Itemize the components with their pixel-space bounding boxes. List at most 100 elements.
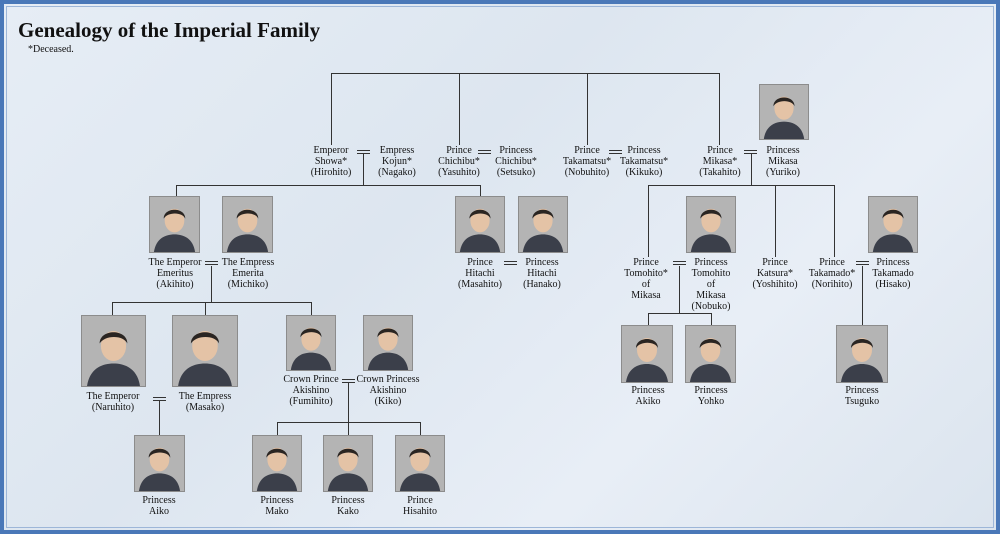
- person-label: The Empress (Masako): [178, 391, 232, 413]
- marriage-symbol: [744, 150, 757, 154]
- connector-line: [459, 73, 460, 145]
- connector-line: [159, 401, 160, 435]
- marriage-symbol: [357, 150, 370, 154]
- portrait-silhouette-icon: [622, 326, 672, 382]
- connector-line: [775, 185, 776, 257]
- person-label: Prince Hitachi (Masahito): [458, 257, 502, 290]
- connector-line: [420, 422, 421, 435]
- person-label: The Emperor (Naruhito): [86, 391, 140, 413]
- portrait-photo: [395, 435, 445, 492]
- person-label: Princess Takamatsu* (Kikuko): [619, 145, 669, 178]
- connector-line: [751, 154, 752, 185]
- portrait-photo: [868, 196, 918, 253]
- person-label: Princess Kako: [331, 495, 365, 517]
- portrait-photo: [518, 196, 568, 253]
- portrait-silhouette-icon: [456, 197, 504, 252]
- connector-line: [648, 185, 649, 257]
- portrait-photo: [836, 325, 888, 383]
- connector-line: [331, 73, 719, 74]
- connector-line: [363, 154, 364, 185]
- connector-line: [711, 313, 712, 325]
- marriage-symbol: [205, 261, 218, 265]
- connector-line: [112, 302, 113, 315]
- person-label: Prince Hisahito: [403, 495, 437, 517]
- person-label: Crown Prince Akishino (Fumihito): [283, 374, 339, 407]
- person-label: Princess Hitachi (Hanako): [523, 257, 561, 290]
- connector-line: [648, 313, 649, 325]
- connector-line: [719, 73, 720, 145]
- portrait-photo: [323, 435, 373, 492]
- portrait-photo: [149, 196, 200, 253]
- portrait-silhouette-icon: [223, 197, 272, 252]
- person-label: Princess Mikasa (Yuriko): [766, 145, 800, 178]
- person-label: Princess Chichibu* (Setsuko): [495, 145, 537, 178]
- connector-line: [176, 185, 480, 186]
- page-title: Genealogy of the Imperial Family: [18, 18, 321, 42]
- connector-line: [277, 422, 278, 435]
- connector-line: [679, 266, 680, 313]
- person-label: Princess Yohko: [694, 385, 728, 407]
- person-label: The Empress Emerita (Michiko): [221, 257, 275, 290]
- portrait-photo: [621, 325, 673, 383]
- portrait-silhouette-icon: [82, 316, 145, 386]
- person-label: Princess Tsuguko: [844, 385, 880, 407]
- person-label: Prince Mikasa* (Takahito): [699, 145, 741, 178]
- portrait-silhouette-icon: [837, 326, 887, 382]
- connector-line: [176, 185, 177, 197]
- marriage-symbol: [609, 150, 622, 154]
- person-label: Princess Takamado (Hisako): [872, 257, 914, 290]
- connector-line: [587, 73, 588, 145]
- portrait-photo: [685, 325, 736, 383]
- portrait-silhouette-icon: [135, 436, 184, 491]
- person-label: Prince Tomohito* of Mikasa: [624, 257, 668, 301]
- connector-line: [331, 73, 332, 145]
- portrait-photo: [252, 435, 302, 492]
- portrait-photo: [286, 315, 336, 371]
- portrait-silhouette-icon: [396, 436, 444, 491]
- deceased-note: *Deceased.: [28, 44, 74, 55]
- person-label: Princess Tomohito of Mikasa (Nobuko): [691, 257, 731, 312]
- portrait-silhouette-icon: [150, 197, 199, 252]
- connector-line: [348, 383, 349, 422]
- portrait-silhouette-icon: [287, 316, 335, 370]
- portrait-silhouette-icon: [324, 436, 372, 491]
- portrait-silhouette-icon: [760, 85, 808, 139]
- connector-line: [205, 302, 206, 315]
- portrait-photo: [455, 196, 505, 253]
- person-label: Prince Takamado* (Norihito): [808, 257, 856, 290]
- person-label: The Emperor Emeritus (Akihito): [148, 257, 202, 290]
- marriage-symbol: [478, 150, 491, 154]
- connector-line: [480, 185, 481, 197]
- portrait-photo: [222, 196, 273, 253]
- portrait-silhouette-icon: [253, 436, 301, 491]
- marriage-symbol: [153, 397, 166, 401]
- person-label: Empress Kojun* (Nagako): [378, 145, 416, 178]
- marriage-symbol: [673, 261, 686, 265]
- portrait-silhouette-icon: [687, 197, 735, 252]
- portrait-silhouette-icon: [173, 316, 237, 386]
- connector-line: [862, 266, 863, 325]
- portrait-photo: [363, 315, 413, 371]
- portrait-photo: [759, 84, 809, 140]
- person-label: Princess Akiko: [631, 385, 665, 407]
- person-label: Crown Princess Akishino (Kiko): [356, 374, 420, 407]
- connector-line: [648, 313, 711, 314]
- portrait-photo: [686, 196, 736, 253]
- marriage-symbol: [504, 261, 517, 265]
- marriage-symbol: [856, 261, 869, 265]
- connector-line: [211, 266, 212, 302]
- portrait-silhouette-icon: [364, 316, 412, 370]
- person-label: Princess Mako: [260, 495, 294, 517]
- portrait-photo: [134, 435, 185, 492]
- portrait-photo: [81, 315, 146, 387]
- person-label: Prince Katsura* (Yoshihito): [752, 257, 798, 290]
- connector-line: [348, 422, 349, 435]
- person-label: Prince Chichibu* (Yasuhito): [438, 145, 480, 178]
- portrait-silhouette-icon: [869, 197, 917, 252]
- connector-line: [112, 302, 311, 303]
- portrait-silhouette-icon: [519, 197, 567, 252]
- person-label: Princess Aiko: [142, 495, 176, 517]
- connector-line: [311, 302, 312, 315]
- connector-line: [648, 185, 834, 186]
